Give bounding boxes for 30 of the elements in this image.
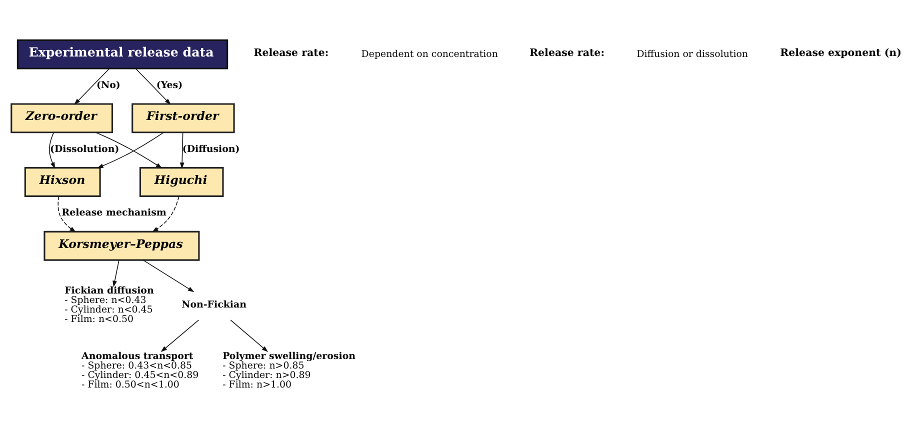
arrow	[49, 132, 56, 169]
arrow	[58, 196, 76, 232]
arrow	[135, 68, 171, 105]
arrow	[74, 68, 110, 105]
node-text: Polymer swelling/erosion - Sphere: n>0.85 - Cylinder: n>0.89 - Film: n>1.00	[222, 351, 356, 390]
edge-label: (Dissolution)	[50, 144, 120, 155]
label: Release rate:	[530, 47, 604, 60]
arrow	[142, 260, 194, 292]
label: Release exponent (n)	[780, 47, 902, 60]
node-box: Hixson	[24, 167, 101, 197]
arrow	[180, 132, 184, 169]
node-text: Fickian diffusion - Sphere: n<0.43 - Cylinder: n<0.45 - Film: n<0.50	[64, 286, 154, 325]
edge-label: Release mechanism	[62, 208, 166, 219]
node-box: Experimental release data	[16, 39, 228, 70]
arrow	[160, 320, 200, 352]
edge-label: (Diffusion)	[182, 144, 240, 155]
node-box: Higuchi	[139, 167, 224, 197]
edge-label: (Yes)	[156, 80, 183, 91]
edge-label: (No)	[96, 80, 120, 91]
arrow	[152, 196, 180, 232]
node-text: Anomalous transport - Sphere: 0.43<n<0.85 - Cylinder: 0.45<n<0.89 - Film: 0.50<n<1.00	[82, 351, 199, 390]
node-text: Non-Fickian	[182, 299, 246, 310]
arrow	[112, 260, 120, 288]
node-box: Korsmeyer–Peppas	[44, 230, 200, 261]
label: Release rate:	[254, 47, 329, 60]
node-box: Zero-order	[10, 103, 114, 134]
label: Dependent on concentration	[361, 48, 498, 60]
label: Diffusion or dissolution	[636, 48, 748, 60]
node-box: First-order	[132, 103, 235, 134]
arrow	[230, 320, 268, 352]
